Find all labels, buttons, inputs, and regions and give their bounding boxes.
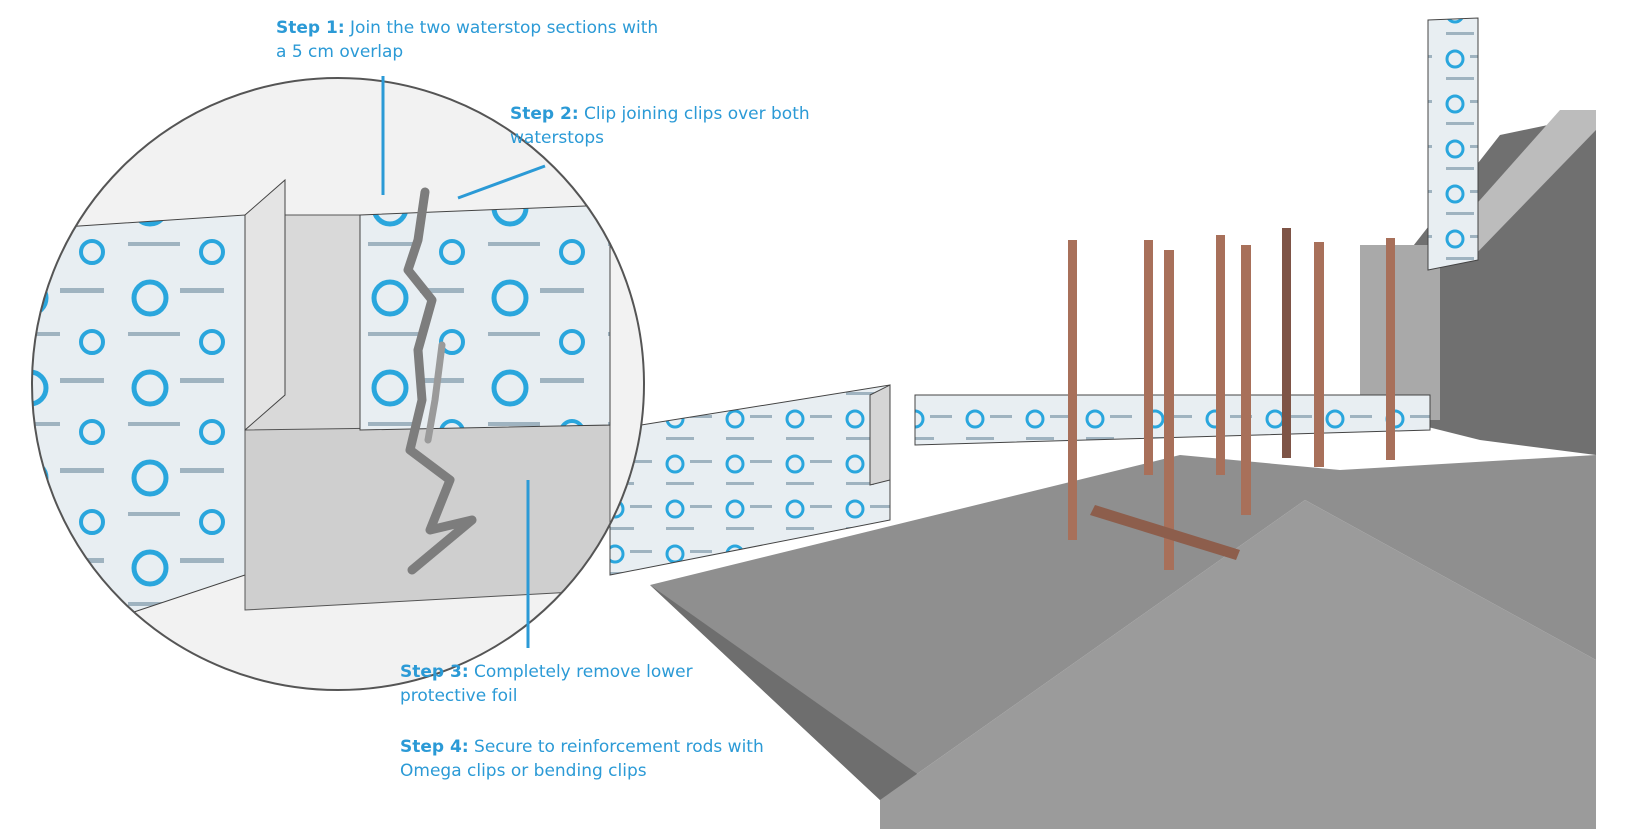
rod [1068, 240, 1077, 540]
step-3-label: Step 3: [400, 662, 469, 682]
reinforcement-rods [1068, 228, 1395, 570]
leader-lines [381, 76, 546, 648]
rod [1386, 238, 1395, 460]
wall-ledge [1360, 245, 1440, 420]
step-1-text-line-2: a 5 cm overlap [276, 42, 404, 62]
waterstop-left-section [32, 214, 246, 651]
step-3-text-line-2: protective foil [400, 686, 518, 706]
joining-clip [403, 187, 477, 575]
step-3-text-line-1: Completely remove lower [474, 662, 693, 682]
rod [1216, 235, 1225, 475]
step-1-caption: Step 1: Join the two waterstop sections … [276, 16, 716, 64]
magnifier-rim [31, 77, 645, 691]
joining-clip-second [424, 341, 446, 444]
step-4-label: Step 4: [400, 737, 469, 757]
step-3-caption: Step 3: Completely remove lower protecti… [400, 660, 740, 708]
step-4-text-line-1: Secure to reinforcement rods with [474, 737, 764, 757]
waterstop-lower-foil [244, 424, 611, 611]
wall-block [1400, 115, 1596, 455]
waterstop-flap [869, 384, 891, 486]
slab-front-face [650, 585, 960, 810]
slab-side-face [880, 500, 1596, 829]
wall-top-face [1440, 110, 1596, 260]
rod [1241, 245, 1251, 515]
step-2-caption: Step 2: Clip joining clips over both wat… [510, 102, 860, 150]
step-4-caption: Step 4: Secure to reinforcement rods wit… [400, 735, 820, 783]
rod [1164, 250, 1174, 570]
step-2-leader [457, 164, 546, 200]
concrete-foundation [650, 110, 1596, 829]
detail-magnifier [31, 77, 645, 691]
step-4-text-line-2: Omega clips or bending clips [400, 761, 647, 781]
rod [1314, 242, 1324, 467]
step-2-text-line-1: Clip joining clips over both [584, 104, 810, 124]
step-1-label: Step 1: [276, 18, 345, 38]
step-2-label: Step 2: [510, 104, 579, 124]
rod [1144, 240, 1153, 475]
horizontal-rod [1090, 505, 1240, 560]
waterstop-long-section [609, 384, 891, 576]
step-1-text-line-1: Join the two waterstop sections with [350, 18, 659, 38]
slab-top [650, 455, 1596, 800]
rod [1282, 228, 1291, 458]
step-2-text-line-2: waterstops [510, 128, 605, 148]
waterstop-vertical-section [1427, 17, 1479, 271]
waterstop-flap-detail [244, 178, 286, 432]
waterstop-right-section [359, 204, 611, 431]
